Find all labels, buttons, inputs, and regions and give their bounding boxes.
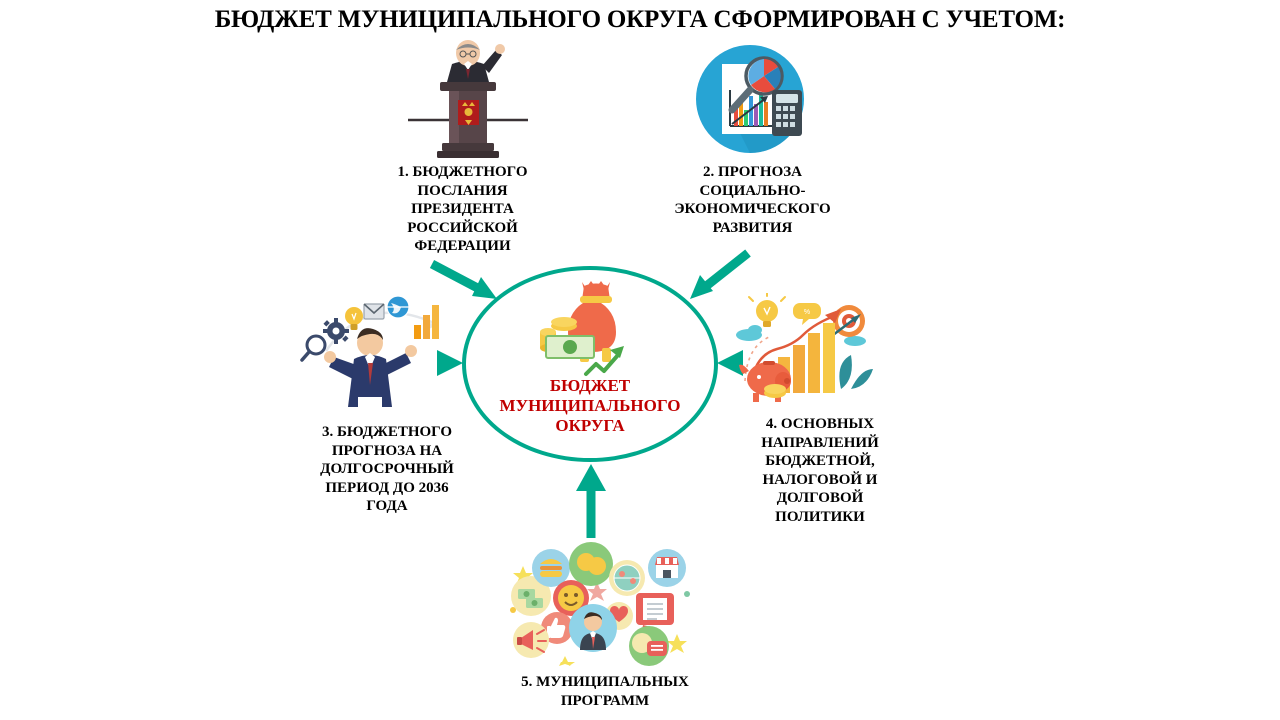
item-label-3: 3. БЮДЖЕТНОГО ПРОГНОЗА НА ДОЛГОСРОЧНЫЙ П…: [320, 424, 454, 514]
item-label-1: 1. БЮДЖЕТНОГО ПОСЛАНИЯ ПРЕЗИДЕНТА РОССИЙ…: [397, 164, 528, 254]
center-label: БЮДЖЕТ МУНИЦИПАЛЬНОГО ОКРУГА: [499, 376, 681, 435]
arrow-from-item-5: [576, 464, 606, 538]
center-node: БЮДЖЕТ МУНИЦИПАЛЬНОГО ОКРУГА: [462, 266, 718, 462]
center-ring: [462, 266, 718, 462]
growth-chart-piggybank-icon: %: [733, 290, 873, 405]
podium-speaker-icon: [408, 36, 528, 161]
businessman-success-icon: [296, 283, 444, 413]
item-label-2: 2. ПРОГНОЗА СОЦИАЛЬНО- ЭКОНОМИЧЕСКОГО РА…: [674, 164, 831, 236]
social-community-icons: [505, 538, 695, 666]
item-label-4: 4. ОСНОВНЫХ НАПРАВЛЕНИЙ БЮДЖЕТНОЙ, НАЛОГ…: [761, 416, 879, 525]
report-analysis-icon: [688, 44, 812, 154]
page-title: БЮДЖЕТ МУНИЦИПАЛЬНОГО ОКРУГА СФОРМИРОВАН…: [214, 6, 1066, 33]
money-bag-icon: [524, 278, 656, 382]
svg-text:%: %: [804, 309, 810, 316]
item-label-5: 5. МУНИЦИПАЛЬНЫХ ПРОГРАММ: [521, 674, 689, 709]
